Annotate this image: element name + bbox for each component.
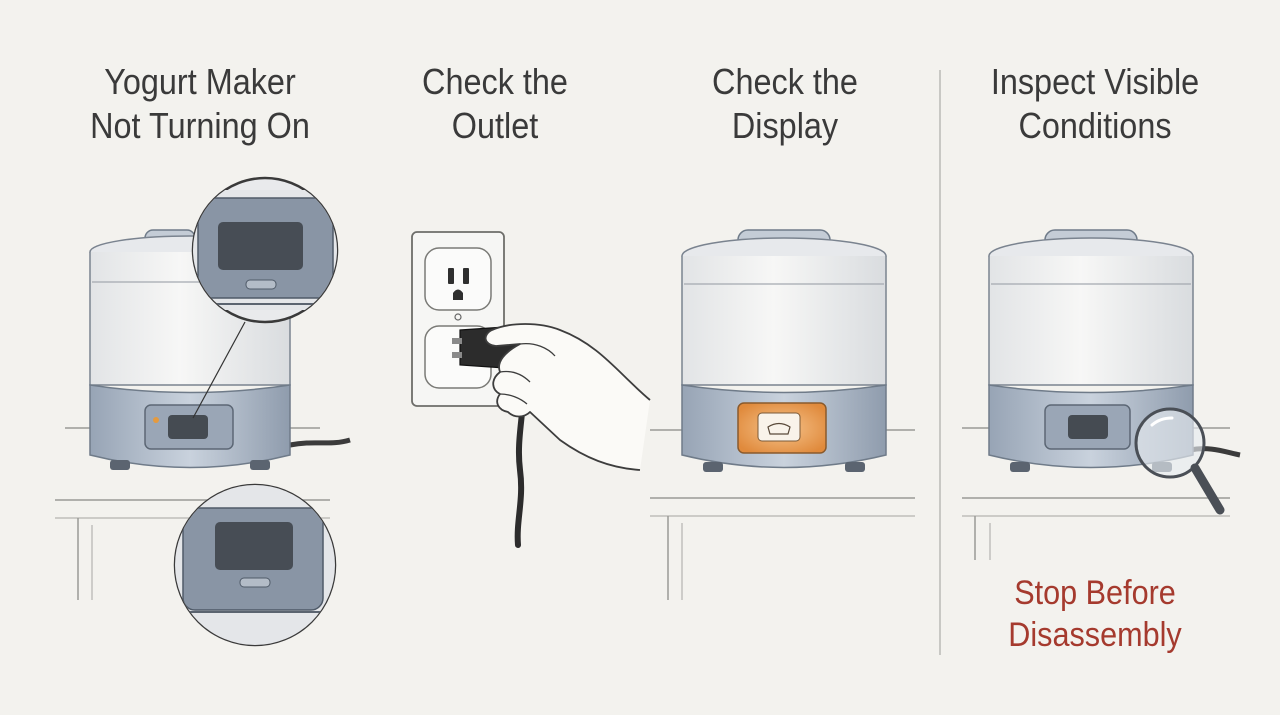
warning-text: Stop Before Disassembly [974, 572, 1217, 656]
panel-1-title-line2: Not Turning On [90, 105, 310, 146]
panel-1-art [55, 176, 351, 647]
warning-line1: Stop Before [1014, 574, 1176, 612]
magnifying-glass-icon [1134, 407, 1225, 515]
panel-3-title: Check the Display [659, 60, 911, 148]
panel-2-art [411, 231, 651, 548]
panel-3-title-line1: Check the [712, 61, 858, 102]
panel-4-title: Inspect Visible Conditions [960, 60, 1230, 148]
panel-2-title-line2: Outlet [451, 105, 539, 146]
panel-2-title-line1: Check the [422, 61, 568, 102]
panel-3-title-line2: Display [731, 105, 839, 146]
zoom-circle-bottom [173, 483, 337, 647]
panel-4-art [962, 229, 1241, 560]
zoom-circle-top [191, 176, 339, 324]
panel-3-art [650, 229, 915, 600]
panel-4-title-line1: Inspect Visible [990, 61, 1200, 102]
warning-line2: Disassembly [1008, 616, 1182, 654]
yogurt-maker [681, 229, 887, 472]
panel-4-title-line2: Conditions [1018, 105, 1172, 146]
panel-1-title-line1: Yogurt Maker [104, 61, 296, 102]
panel-1-title: Yogurt Maker Not Turning On [56, 60, 344, 148]
panel-2-title: Check the Outlet [369, 60, 621, 148]
hand [484, 323, 651, 471]
